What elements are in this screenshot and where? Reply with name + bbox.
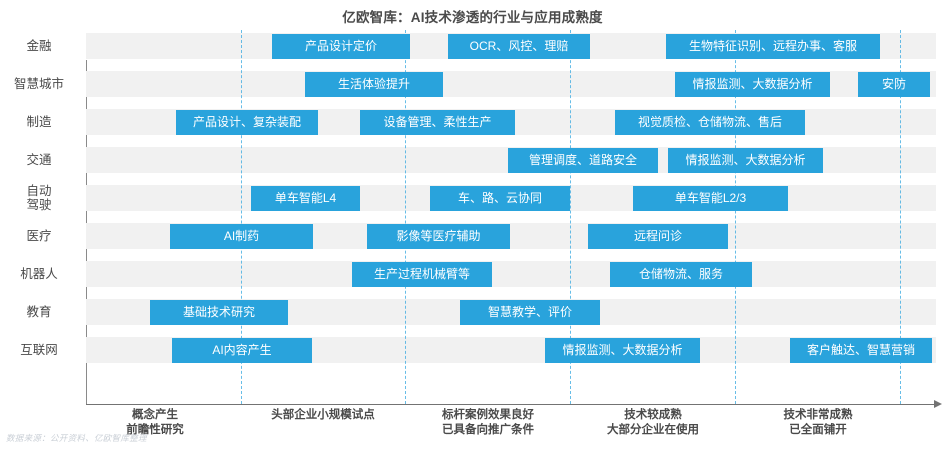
bar-segment[interactable]: 仓储物流、服务 bbox=[610, 261, 752, 287]
bar-segment[interactable]: AI内容产生 bbox=[172, 337, 312, 363]
bar-segment[interactable]: 客户触达、智慧营销 bbox=[790, 337, 932, 363]
bar-segment[interactable]: 生活体验提升 bbox=[305, 71, 443, 97]
bar-segment[interactable]: 管理调度、道路安全 bbox=[508, 147, 658, 173]
x-axis-tick-label-2: 头部企业小规模试点 bbox=[271, 409, 375, 421]
bar-segment[interactable]: 基础技术研究 bbox=[150, 299, 288, 325]
bar-segment[interactable]: 单车智能L4 bbox=[251, 185, 360, 211]
gridline-1 bbox=[241, 30, 242, 404]
bar-segment[interactable]: 远程问诊 bbox=[588, 223, 728, 249]
bar-segment[interactable]: 产品设计、复杂装配 bbox=[176, 109, 318, 135]
row-label-3: 制造 bbox=[26, 115, 52, 129]
bar-segment[interactable]: 视觉质检、仓储物流、售后 bbox=[615, 109, 805, 135]
bar-segment[interactable]: 单车智能L2/3 bbox=[633, 185, 788, 211]
bar-segment[interactable]: OCR、风控、理赔 bbox=[448, 33, 590, 59]
bar-segment[interactable]: 设备管理、柔性生产 bbox=[360, 109, 515, 135]
x-axis-tick-label-1: 概念产生 前瞻性研究 bbox=[126, 409, 184, 436]
row-label-6: 医疗 bbox=[26, 229, 52, 243]
x-axis-line bbox=[86, 404, 936, 405]
gridline-5 bbox=[900, 30, 901, 404]
gridline-4 bbox=[735, 30, 736, 404]
bar-segment[interactable]: AI制药 bbox=[170, 223, 313, 249]
bar-segment[interactable]: 生物特征识别、远程办事、客服 bbox=[666, 33, 880, 59]
row-label-9: 互联网 bbox=[20, 343, 58, 357]
row-label-8: 教育 bbox=[26, 305, 52, 319]
bar-segment[interactable]: 情报监测、大数据分析 bbox=[668, 147, 823, 173]
row-label-4: 交通 bbox=[26, 153, 52, 167]
page-title: 亿欧智库：AI技术渗透的行业与应用成熟度 bbox=[342, 10, 603, 25]
bar-segment[interactable]: 产品设计定价 bbox=[272, 33, 410, 59]
bar-segment[interactable]: 车、路、云协同 bbox=[430, 185, 570, 211]
gridline-3 bbox=[570, 30, 571, 404]
chart-plot-area: 金融智慧城市制造交通自动 驾驶医疗机器人教育互联网 产品设计定价 OCR、风控、理… bbox=[0, 30, 945, 436]
row-label-7: 机器人 bbox=[20, 267, 58, 281]
x-axis-tick-label-5: 技术非常成熟 已全面铺开 bbox=[783, 409, 853, 436]
bar-segment[interactable]: 情报监测、大数据分析 bbox=[545, 337, 700, 363]
row-stripe bbox=[86, 261, 936, 287]
x-axis-arrow-icon bbox=[934, 399, 942, 408]
row-label-1: 金融 bbox=[26, 39, 52, 53]
data-source-note: 数据来源：公开资料、亿欧智库整理 bbox=[6, 433, 147, 443]
bar-segment[interactable]: 智慧教学、评价 bbox=[460, 299, 600, 325]
bar-segment[interactable]: 情报监测、大数据分析 bbox=[675, 71, 830, 97]
bar-segment[interactable]: 安防 bbox=[858, 71, 930, 97]
bar-segment[interactable]: 生产过程机械臂等 bbox=[352, 261, 492, 287]
row-label-5: 自动 驾驶 bbox=[26, 184, 52, 212]
row-label-2: 智慧城市 bbox=[13, 77, 64, 91]
bar-segment[interactable]: 影像等医疗辅助 bbox=[367, 223, 510, 249]
x-axis-tick-label-4: 技术较成熟 大部分企业在使用 bbox=[607, 409, 699, 436]
gridline-2 bbox=[405, 30, 406, 404]
x-axis-tick-label-3: 标杆案例效果良好 已具备向推广条件 bbox=[442, 409, 534, 436]
